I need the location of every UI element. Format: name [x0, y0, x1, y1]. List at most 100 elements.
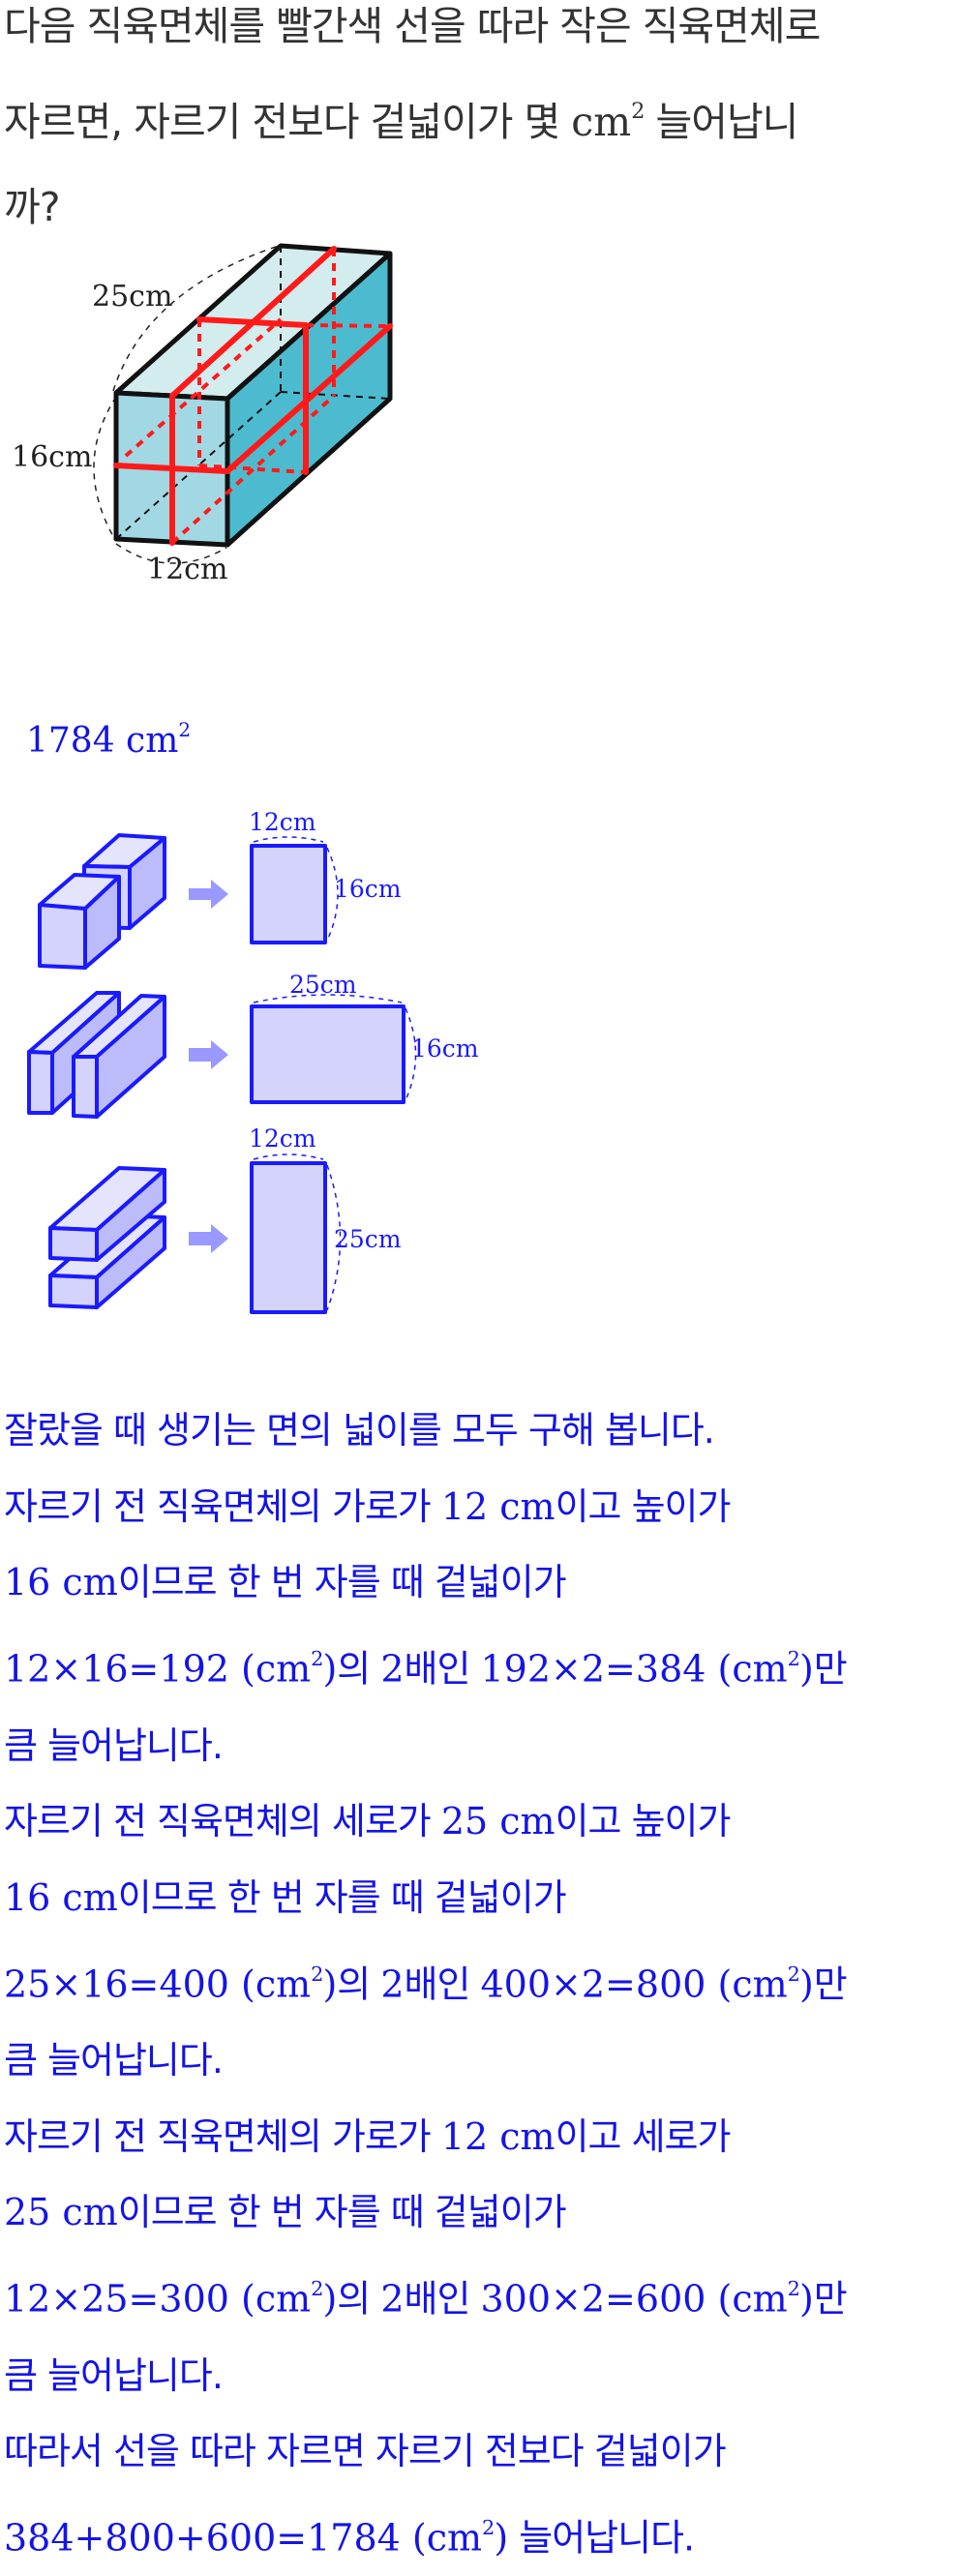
row3-side-label: 25cm — [334, 1225, 402, 1253]
dimension-arcs — [93, 245, 280, 564]
cut-blocks-row-3 — [48, 1166, 166, 1309]
text-segment: 만 — [813, 1647, 848, 1691]
text-segment: 다음 직육면체를 빨간색 선을 따라 작은 직육면체로 — [4, 3, 821, 49]
exponent: 2 — [311, 1647, 323, 1671]
text-segment: 늘어납니다. — [508, 2516, 695, 2560]
math-text: 12×16=192 (cm — [4, 1647, 312, 1691]
text-segment: 이고 세로가 — [555, 2114, 732, 2158]
width-label: 12cm — [147, 553, 227, 586]
text-line: 큼 늘어납니다. — [4, 1708, 961, 1784]
text-segment: 자르기 전 직육면체의 세로가 — [4, 1800, 441, 1843]
text-line: 자르기 전 직육면체의 세로가 25 cm이고 높이가 — [4, 1783, 961, 1860]
arrow-icon — [189, 1224, 228, 1253]
math-text: ) — [798, 2277, 814, 2321]
face-rect-3 — [250, 1161, 327, 1314]
text-segment: 의 — [337, 1647, 381, 1691]
math-text: ) — [494, 2516, 509, 2560]
math-text: ) — [798, 1962, 814, 2006]
text-segment: 자르기 전 직육면체의 가로가 — [4, 2114, 441, 2158]
math-text: 25 cm — [440, 1800, 556, 1843]
hidden-cut-lines — [124, 249, 391, 545]
arrow-icon — [189, 880, 228, 909]
cut-lines — [113, 246, 393, 546]
text-segment: 만 — [813, 1962, 848, 2006]
math-text: 384+800+600=1784 (cm — [4, 2516, 483, 2560]
text-segment: 큼 늘어납니다. — [4, 1723, 224, 1767]
text-segment: 배인 — [404, 1647, 481, 1691]
arrow-icon — [189, 1040, 228, 1069]
math-text: 300×2=600 (cm — [480, 2277, 788, 2321]
text-line: 까? — [4, 165, 961, 250]
height-arc — [93, 396, 117, 539]
cut-blocks-row-2 — [27, 991, 166, 1119]
cuboid-figure: 25cm 16cm 12cm — [12, 243, 393, 586]
math-text: 25 cm — [4, 2191, 118, 2234]
math-text: ) — [798, 1647, 814, 1691]
math-text: ) — [322, 1962, 338, 2006]
math-text: 2 — [380, 2277, 405, 2321]
row3-top-label: 12cm — [249, 1124, 316, 1153]
arrows — [189, 880, 228, 1253]
text-segment: 큼 늘어납니다. — [4, 2353, 224, 2397]
width-arc — [115, 543, 227, 564]
dimension-arcs — [253, 836, 417, 1311]
length-label: 25cm — [92, 280, 172, 314]
text-line: 12×16=192 (cm2)의 2배인 192×2=384 (cm2)만 — [4, 1621, 961, 1707]
text-segment: 이므로 한 번 자를 때 겉넓이가 — [117, 1561, 567, 1604]
text-segment: 큼 늘어납니다. — [4, 2039, 224, 2082]
text-line: 12×25=300 (cm2)의 2배인 300×2=600 (cm2)만 — [4, 2251, 961, 2337]
exponent: 2 — [482, 2516, 495, 2539]
length-arc — [112, 245, 280, 392]
math-text: 12×25=300 (cm — [4, 2277, 312, 2321]
text-segment: 이고 높이가 — [555, 1484, 732, 1528]
text-line: 25×16=400 (cm2)의 2배인 400×2=800 (cm2)만 — [4, 1936, 961, 2022]
exponent: 2 — [631, 99, 645, 124]
text-segment: 이고 높이가 — [555, 1800, 732, 1843]
text-line: 자르기 전 직육면체의 가로가 12 cm이고 높이가 — [4, 1469, 961, 1545]
text-line: 큼 늘어납니다. — [4, 2338, 961, 2414]
exponent: 2 — [787, 1647, 800, 1671]
exponent: 2 — [311, 1962, 323, 1986]
text-line: 잘랐을 때 생기는 면의 넓이를 모두 구해 봅니다. — [4, 1393, 961, 1469]
text-segment: 따라서 선을 따라 자르면 자르기 전보다 겉넓이가 — [4, 2430, 727, 2473]
text-line: 384+800+600=1784 (cm2) 늘어납니다. — [4, 2490, 961, 2576]
text-segment: 이므로 한 번 자를 때 겉넓이가 — [117, 1875, 567, 1919]
math-text: ) — [322, 1647, 338, 1691]
math-text: 12 cm — [440, 2114, 556, 2158]
text-segment: 자르기 전 직육면체의 가로가 — [4, 1484, 441, 1528]
math-text: 2 — [380, 1647, 405, 1691]
answer: 1784 cm2 — [26, 718, 191, 761]
text-segment: 만 — [813, 2277, 848, 2321]
text-segment: 배인 — [404, 1962, 481, 2006]
face-rect-1 — [250, 844, 327, 944]
exponent: 2 — [787, 1962, 800, 1986]
row1-side-label: 16cm — [334, 875, 402, 903]
text-segment: 늘어납니 — [644, 99, 799, 146]
text-segment: 잘랐을 때 생기는 면의 넓이를 모두 구해 봅니다. — [4, 1409, 715, 1452]
text-segment: 의 — [337, 2277, 381, 2321]
text-line: 큼 늘어납니다. — [4, 2022, 961, 2099]
math-text: 16 cm — [4, 1875, 118, 1919]
math-text: ) — [322, 2277, 338, 2321]
text-segment: 의 — [337, 1962, 381, 2006]
text-segment: 이므로 한 번 자를 때 겉넓이가 — [117, 2191, 567, 2234]
math-text: 16 cm — [4, 1561, 118, 1604]
text-line: 따라서 선을 따라 자르면 자르기 전보다 겉넓이가 — [4, 2413, 961, 2490]
text-segment: 배인 — [404, 2277, 481, 2321]
height-label: 16cm — [12, 440, 92, 474]
face-rect-2 — [250, 1004, 405, 1104]
text-line: 16 cm이므로 한 번 자를 때 겉넓이가 — [4, 1544, 961, 1621]
text-line: 다음 직육면체를 빨간색 선을 따라 작은 직육면체로 — [4, 0, 961, 69]
math-text: 12 cm — [440, 1484, 556, 1528]
exponent: 2 — [311, 2277, 323, 2301]
text-line: 16 cm이므로 한 번 자를 때 겉넓이가 — [4, 1860, 961, 1936]
math-text: 25×16=400 (cm — [4, 1962, 312, 2006]
answer-value: 1784 cm — [26, 721, 179, 761]
text-line: 자르면, 자르기 전보다 겉넓이가 몇 cm2 늘어납니 — [4, 69, 961, 165]
math-text: cm — [571, 99, 632, 146]
row2-side-label: 16cm — [411, 1034, 479, 1063]
text-segment: 까? — [4, 184, 60, 231]
math-text: 400×2=800 (cm — [480, 1962, 788, 2006]
cut-blocks-row-1 — [38, 833, 166, 970]
